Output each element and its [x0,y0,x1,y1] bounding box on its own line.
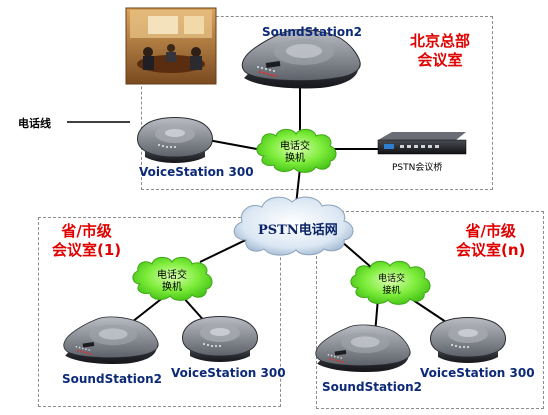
right-soundstation-label: SoundStation2 [322,380,423,394]
hq-room-title-line2: 会议室 [417,51,463,69]
left-voicestation-phone [182,316,258,363]
pstn-bridge-label: PSTN会议桥 [392,163,443,173]
left-room-title-line1: 省/市级 [61,222,112,240]
left-room-title-line2: 会议室(1) [52,241,122,259]
phone-line-label: 电话线 [18,117,51,130]
right-voicestation-label: VoiceStation 300 [420,366,535,380]
left-voicestation-label: VoiceStation 300 [171,366,286,380]
hq-switch-label-line2: 换机 [285,153,305,164]
left-soundstation-label: SoundStation2 [62,372,163,386]
right-switch-label: 电话交 接机 [378,273,405,297]
right-switch-label-line2: 接机 [382,286,401,296]
hq-switch-label-line1: 电话交 [280,141,310,152]
left-switch-label-line1: 电话交 [157,270,187,281]
hq-voicestation-phone [137,117,213,164]
left-room-title: 省/市级 会议室(1) [52,222,121,260]
left-switch-label: 电话交 换机 [157,270,187,294]
left-room-box [38,217,281,407]
hq-room-title-line1: 北京总部 [410,32,471,50]
pstn-network-label: PSTN电话网 [258,223,338,238]
left-switch-label-line2: 换机 [162,282,182,293]
right-soundstation-phone [315,324,411,373]
hq-room-title: 北京总部 会议室 [410,32,470,70]
hq-soundstation-label: SoundStation2 [262,25,363,39]
hq-switch-label: 电话交 换机 [280,141,310,165]
hq-voicestation-label: VoiceStation 300 [139,165,254,179]
right-room-title-line1: 省/市级 [465,222,516,240]
right-voicestation-phone [430,317,506,364]
pstn-cloud [233,196,354,256]
meeting-room-photo [125,7,217,85]
right-room-title-line2: 会议室(n) [456,241,526,259]
right-switch-label-line1: 电话交 [378,274,406,284]
left-soundstation-phone [63,316,159,365]
pstn-bridge-device [377,132,467,155]
right-room-box [316,211,544,409]
link-left-switch-sound [131,295,166,323]
right-room-title: 省/市级 会议室(n) [456,222,525,260]
link-hq-voice-switch [207,139,263,151]
hq-room-box [141,16,493,190]
